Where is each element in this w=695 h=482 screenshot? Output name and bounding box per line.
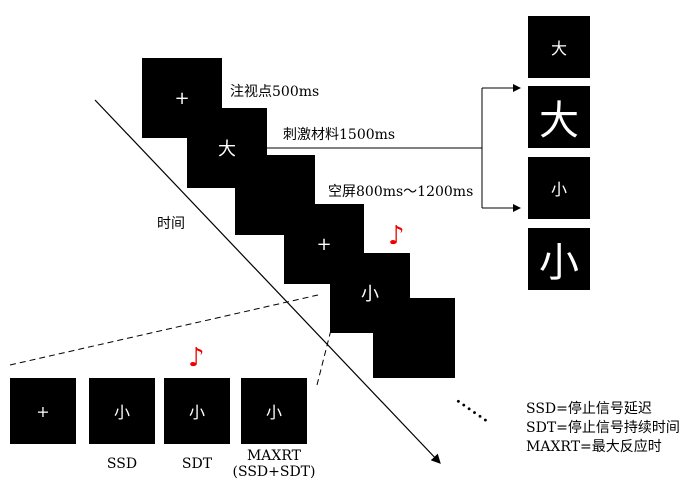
stop-frame-maxrt: 小 bbox=[241, 378, 307, 444]
caption-sdt: SDT bbox=[181, 456, 213, 472]
stop-frame-sdt: 小 bbox=[164, 378, 230, 444]
caption-ssd: SSD bbox=[106, 456, 138, 472]
music-note-icon-2: ♪ bbox=[188, 343, 205, 373]
time-axis-arrow bbox=[94, 99, 441, 464]
label-fixation: 注视点500ms bbox=[230, 84, 320, 100]
legend: SSD=停止信号延迟 SDT=停止信号持续时间 MAXRT=最大反应时 bbox=[526, 400, 680, 457]
stop-frame-fixation: + bbox=[10, 378, 76, 444]
legend-maxrt: MAXRT=最大反应时 bbox=[526, 439, 662, 455]
legend-ssd: SSD=停止信号延迟 bbox=[526, 401, 652, 417]
music-note-icon: ♪ bbox=[388, 221, 405, 251]
fixation-2-symbol: + bbox=[316, 233, 332, 255]
legend-sdt: SDT=停止信号持续时间 bbox=[526, 420, 680, 436]
label-blank: 空屏800ms～1200ms bbox=[328, 184, 474, 200]
example-xiao-large: 小 bbox=[528, 228, 590, 290]
screen-final bbox=[373, 298, 455, 378]
stimulus-symbol: 大 bbox=[218, 139, 236, 160]
time-label: 时间 bbox=[157, 216, 185, 232]
example-da-large: 大 bbox=[528, 86, 590, 148]
stop-frame-ssd: 小 bbox=[89, 378, 155, 444]
caption-maxrt: MAXRT (SSD+SDT) bbox=[232, 448, 316, 480]
example-xiao-small: 小 bbox=[528, 157, 590, 219]
label-stimulus: 刺激材料1500ms bbox=[283, 127, 396, 143]
fixation-symbol: + bbox=[174, 87, 190, 109]
example-da-small: 大 bbox=[528, 16, 590, 78]
